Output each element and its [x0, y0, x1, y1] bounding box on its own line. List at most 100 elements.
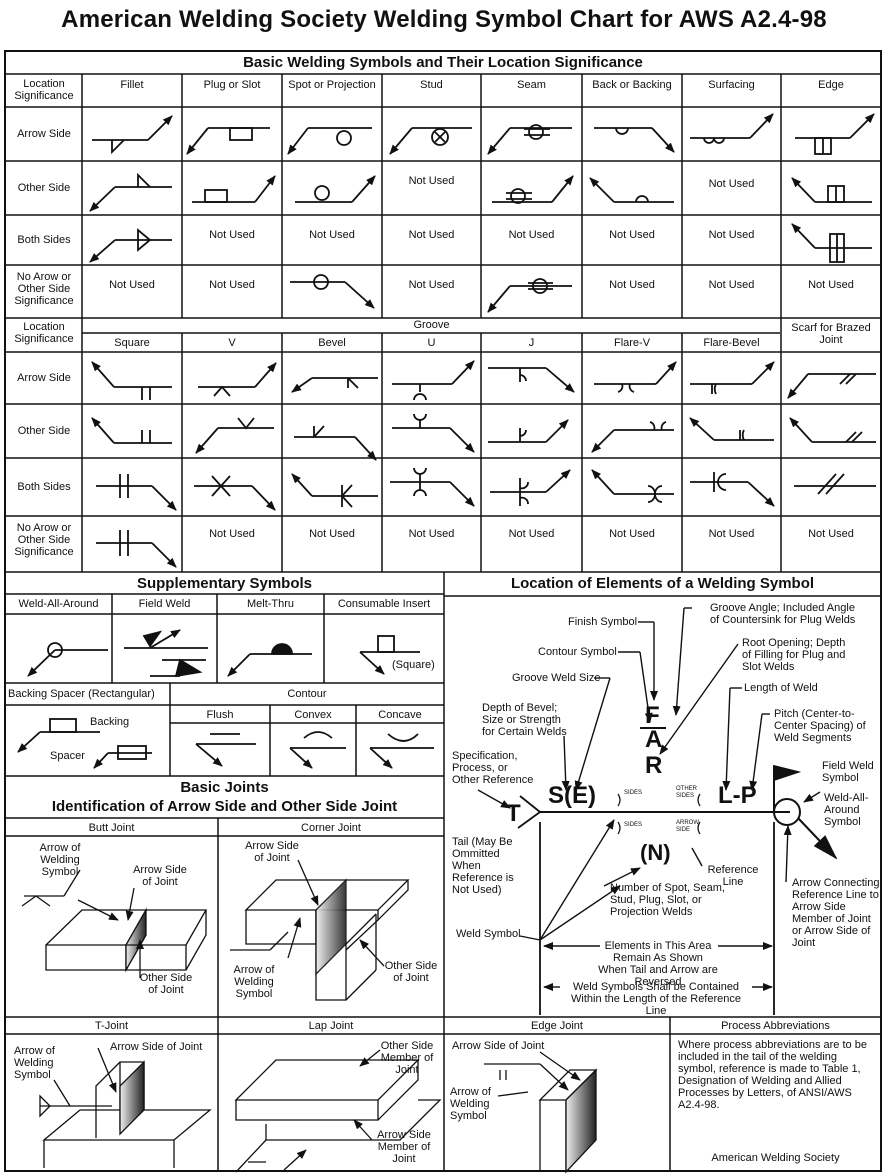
scarf-header: Scarf for Brazed Joint — [791, 322, 871, 346]
not-used-cell: Not Used — [808, 279, 854, 291]
seam-arrow-side-symbol — [487, 124, 572, 155]
not-used-cell: Not Used — [408, 175, 455, 187]
butt-joint-drawing — [21, 869, 208, 978]
page-title: American Welding Society Welding Symbol … — [61, 6, 827, 33]
u-arrow-side-symbol — [392, 360, 475, 401]
joints-subtitle: Identification of Arrow Side and Other S… — [51, 798, 398, 815]
groove-column-header: Square — [114, 337, 150, 349]
aws-label: American Welding Society — [711, 1152, 840, 1164]
field-weld-sym-label: Field Weld Symbol — [822, 760, 874, 784]
groove-size-label: Groove Weld Size — [512, 672, 601, 684]
backing-spacer-symbol — [17, 718, 100, 753]
basic-row-label: Other Side — [17, 182, 71, 194]
flare-bevel-other-side-symbol — [689, 417, 774, 441]
groove-row-label: Both Sides — [17, 481, 71, 493]
bevel-arrow-side-symbol — [291, 377, 378, 393]
corner-arrow-side-label: Arrow Side of Joint — [245, 840, 299, 864]
edge-arrow-side-label: Arrow Side of Joint — [452, 1040, 545, 1052]
groove-column-header: Bevel — [318, 337, 346, 349]
not-used-cell: Not Used — [808, 528, 854, 540]
chart-frame — [4, 50, 882, 1172]
length-pitch-letters: L-P — [718, 782, 757, 809]
backing-spacer-label: Backing Spacer (Rectangular) — [8, 688, 155, 700]
flare-v-other-side-symbol — [591, 421, 674, 453]
scarf-other-side-symbol — [789, 417, 876, 443]
back-arrow-side-symbol — [594, 127, 675, 153]
lap-joint-label: Lap Joint — [308, 1020, 354, 1032]
weld-all-around-symbol — [27, 642, 108, 677]
fillet-both-sides-symbol — [89, 228, 172, 263]
corner-other-side-label: Other Side of Joint — [384, 960, 438, 984]
number-label: Number of Spot, Seam, Stud, Plug, Slot, … — [610, 882, 725, 918]
groove-column-header: U — [427, 337, 436, 349]
not-used-cell: Not Used — [708, 178, 755, 190]
edge-arrow-side-symbol — [795, 113, 875, 155]
pitch-label: Pitch (Center-to-Center Spacing) of Weld… — [774, 708, 866, 744]
reference-line-diagram — [517, 764, 838, 1015]
groove-column-header: Flare-Bevel — [703, 337, 760, 349]
square-arrow-side-symbol — [91, 361, 172, 400]
j-other-side-symbol — [488, 419, 569, 443]
not-used-cell: Not Used — [309, 528, 355, 540]
arrow-side-tag: ARROW SIDE — [676, 820, 699, 833]
not-used-cell: Not Used — [508, 229, 555, 241]
groove-row-label: No Arow or Other Side Significance — [14, 522, 74, 558]
not-used-cell: Not Used — [109, 279, 155, 291]
spot-no-side-symbol — [290, 274, 375, 309]
consumable-insert-label: Consumable Insert — [337, 598, 431, 610]
supplementary-title: Supplementary Symbols — [136, 575, 313, 592]
convex-contour-symbol — [289, 731, 346, 769]
basic-row-label: No Arow or Other Side Significance — [14, 271, 74, 307]
melt-thru-label: Melt-Thru — [246, 598, 295, 610]
all-around-sym-label: Weld-All-Around Symbol — [824, 792, 869, 828]
contour-label: Contour — [287, 688, 327, 700]
square-other-side-symbol — [91, 417, 172, 444]
u-both-sides-symbol — [390, 467, 475, 507]
field-weld-symbol — [124, 629, 208, 678]
not-used-cell: Not Used — [408, 528, 455, 540]
sides-tag-bottom: SIDES — [624, 822, 643, 828]
consumable-insert-symbol — [359, 635, 420, 675]
not-used-cell: Not Used — [609, 528, 655, 540]
length-label: Length of Weld — [744, 682, 818, 694]
edge-joint-label: Edge Joint — [531, 1020, 583, 1032]
t-arrow-label: Arrow of Welding Symbol — [14, 1045, 55, 1081]
field-weld-label: Field Weld — [138, 598, 191, 610]
groove-row-label: Other Side — [17, 425, 71, 437]
not-used-cell: Not Used — [508, 528, 555, 540]
process-text: Where process abbreviations are to be in… — [678, 1039, 867, 1111]
scarf-arrow-side-symbol — [787, 373, 876, 399]
spec-letter: T — [506, 800, 521, 827]
back-other-side-symbol — [589, 177, 674, 203]
basic-column-header: Seam — [517, 79, 546, 91]
seam-no-side-symbol — [487, 278, 572, 313]
butt-other-side-label: Other Side of Joint — [139, 972, 193, 996]
concave-label: Concave — [378, 709, 422, 721]
finish-bar — [640, 727, 666, 729]
angle-letter: A — [645, 726, 663, 753]
edge-other-side-symbol — [791, 177, 872, 203]
spot-arrow-side-symbol — [287, 127, 372, 155]
lap-arrow-side-label: Arrow Side Member of Joint — [377, 1129, 431, 1165]
square-both-sides-symbol — [96, 474, 177, 511]
basic-column-header: Plug or Slot — [203, 79, 261, 91]
square-label: (Square) — [392, 659, 435, 671]
tail-label: Tail (May Be Ommitted When Reference is … — [452, 836, 514, 896]
not-used-cell: Not Used — [209, 279, 255, 291]
stud-arrow-side-symbol — [389, 127, 472, 155]
u-other-side-symbol — [392, 413, 475, 453]
size-letters: S(E) — [548, 782, 596, 809]
root-opening-label: Root Opening; Depth of Filling for Plug … — [742, 637, 846, 673]
fillet-other-side-symbol — [89, 172, 172, 212]
butt-joint-label: Butt Joint — [88, 822, 135, 834]
butt-arrow-side-label: Arrow Side of Joint — [133, 864, 187, 888]
arrow-connecting-label: Arrow Connecting Reference Line to Arrow… — [792, 877, 880, 949]
edge-joint-drawing — [484, 1051, 598, 1174]
convex-label: Convex — [294, 709, 332, 721]
surfacing-arrow-side-symbol — [690, 113, 774, 144]
not-used-cell: Not Used — [708, 279, 755, 291]
basic-section-title: Basic Welding Symbols and Their Location… — [243, 54, 643, 71]
groove-header: Groove — [413, 319, 450, 331]
edge-both-sides-symbol — [791, 223, 872, 263]
flare-bevel-both-sides-symbol — [690, 472, 775, 507]
